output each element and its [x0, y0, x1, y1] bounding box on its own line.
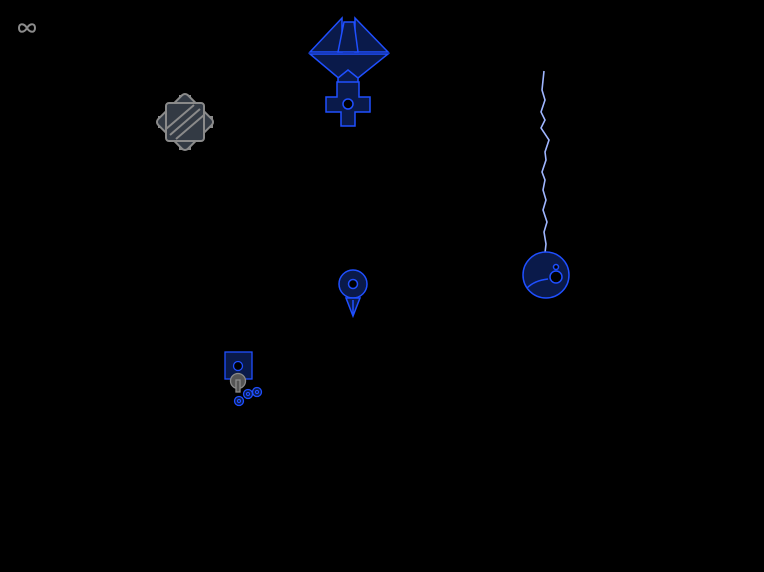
- turret-unit[interactable]: [224, 351, 263, 407]
- infinity-icon[interactable]: [17, 23, 37, 33]
- crystal-ship-icon: [307, 16, 391, 127]
- drill-unit[interactable]: [338, 269, 368, 319]
- gear-icon: [155, 92, 215, 152]
- tesla-orb-unit[interactable]: [522, 70, 570, 299]
- drill-icon: [338, 269, 368, 319]
- turret-icon: [224, 351, 263, 407]
- mothership-unit[interactable]: [307, 16, 391, 127]
- lightning-bolt: [540, 70, 550, 263]
- orb-icon: [522, 251, 570, 299]
- gear-obstacle[interactable]: [155, 92, 215, 152]
